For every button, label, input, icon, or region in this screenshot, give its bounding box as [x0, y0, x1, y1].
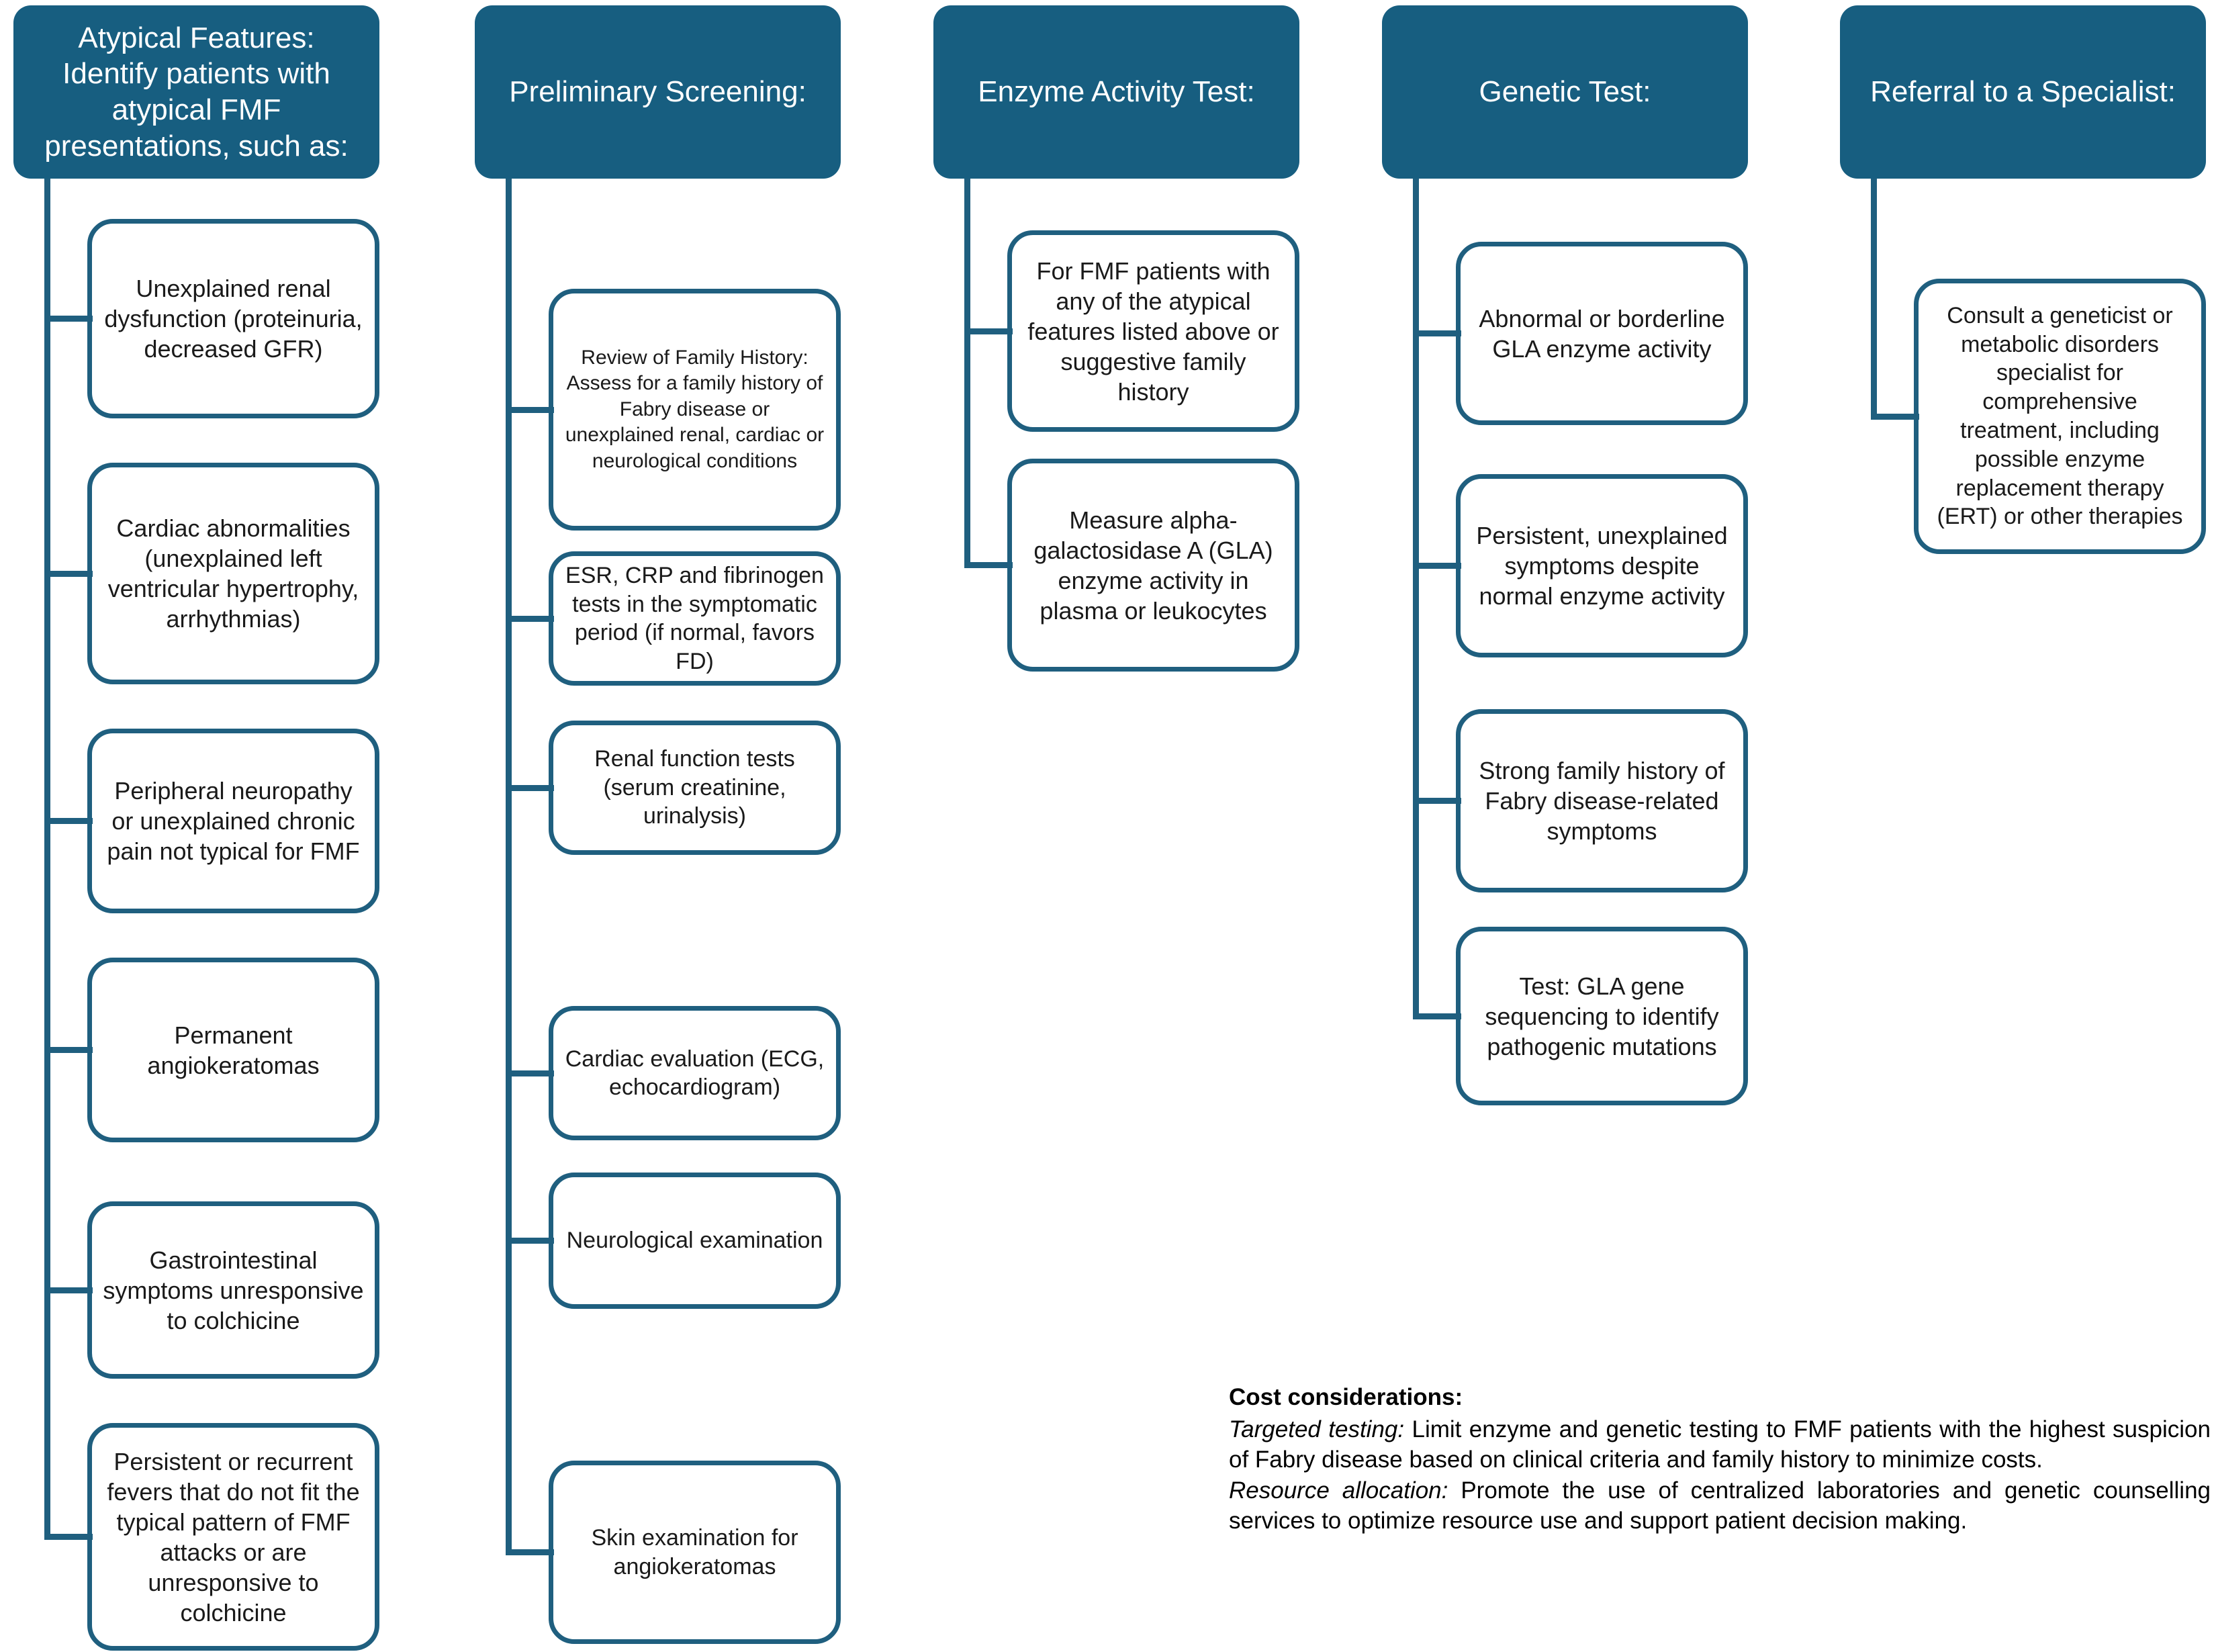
flow-box-text: Peripheral neuropathy or unexplained chr… [107, 777, 360, 865]
connector-elbow [44, 818, 93, 824]
connector-elbow [506, 406, 554, 413]
flow-box: Cardiac evaluation (ECG, echocardiogram) [549, 1006, 841, 1140]
flow-box-text: Persistent, unexplained symptoms despite… [1476, 522, 1728, 610]
connector-rail [506, 179, 512, 1555]
column-header: Enzyme Activity Test: [933, 5, 1299, 179]
column-header: Atypical Features: Identify patients wit… [13, 5, 379, 179]
column-preliminary-screening: Preliminary Screening: Review of Family … [475, 0, 841, 1652]
flow-box: Persistent, unexplained symptoms despite… [1456, 474, 1748, 657]
flow-box-text: Cardiac evaluation (ECG, echocardiogram) [565, 1046, 825, 1101]
connector-elbow [506, 1238, 554, 1244]
flow-box-text: Permanent angiokeratomas [147, 1021, 320, 1079]
flow-box: Consult a geneticist or metabolic disord… [1914, 279, 2206, 554]
connector-rail [44, 179, 50, 1540]
flow-box: Renal function tests (serum creatinine, … [549, 721, 841, 855]
note-item-label: Resource allocation: [1229, 1477, 1448, 1504]
connector-elbow [506, 1070, 554, 1076]
column-header: Referral to a Specialist: [1840, 5, 2206, 179]
column-title: Atypical Features: Identify patients wit… [44, 21, 349, 163]
note-item: Targeted testing: Limit enzyme and genet… [1229, 1414, 2211, 1475]
column-header: Preliminary Screening: [475, 5, 841, 179]
flow-box: Strong family history of Fabry disease-r… [1456, 709, 1748, 892]
connector-elbow [44, 1534, 93, 1540]
flow-box-text: Consult a geneticist or metabolic disord… [1937, 302, 2183, 530]
connector-elbow [964, 328, 1013, 334]
flow-box: Gastrointestinal symptoms unresponsive t… [87, 1201, 379, 1379]
connector-elbow [964, 562, 1013, 568]
flow-box: Measure alpha-galactosidase A (GLA) enzy… [1007, 459, 1299, 672]
column-enzyme-activity-test: Enzyme Activity Test: For FMF patients w… [933, 0, 1299, 1652]
connector-elbow [44, 1287, 93, 1293]
flow-box-text: Test: GLA gene sequencing to identify pa… [1485, 972, 1719, 1060]
flow-box-text: Neurological examination [566, 1228, 823, 1254]
flow-box: Neurological examination [549, 1173, 841, 1309]
column-header: Genetic Test: [1382, 5, 1748, 179]
flow-box-text: Measure alpha-galactosidase A (GLA) enzy… [1033, 506, 1273, 625]
connector-rail [1871, 179, 1877, 420]
connector-elbow [506, 1549, 554, 1555]
flow-box: ESR, CRP and fibrinogen tests in the sym… [549, 551, 841, 686]
flow-box: Peripheral neuropathy or unexplained chr… [87, 729, 379, 913]
column-atypical-features: Atypical Features: Identify patients wit… [13, 0, 379, 1652]
connector-elbow [1413, 330, 1461, 336]
note-item: Resource allocation: Promote the use of … [1229, 1475, 2211, 1536]
connector-elbow [506, 784, 554, 791]
flow-box-text: For FMF patients with any of the atypica… [1027, 257, 1279, 406]
connector-rail [1413, 179, 1419, 1019]
flow-box: Abnormal or borderline GLA enzyme activi… [1456, 242, 1748, 425]
flow-box-text: Persistent or recurrent fevers that do n… [107, 1447, 360, 1626]
note-item-text: Limit enzyme and genetic testing to FMF … [1229, 1416, 2211, 1473]
connector-elbow [1413, 798, 1461, 804]
flow-box: Permanent angiokeratomas [87, 958, 379, 1142]
flow-box-text: Abnormal or borderline GLA enzyme activi… [1479, 304, 1725, 363]
flow-box: Test: GLA gene sequencing to identify pa… [1456, 927, 1748, 1105]
flow-box-text: Gastrointestinal symptoms unresponsive t… [103, 1246, 364, 1334]
column-title: Genetic Test: [1479, 75, 1651, 109]
note-item-label: Targeted testing: [1229, 1416, 1405, 1442]
connector-elbow [1871, 413, 1919, 420]
connector-elbow [506, 615, 554, 622]
flow-box: For FMF patients with any of the atypica… [1007, 230, 1299, 432]
cost-considerations-note: Cost considerations: Targeted testing: L… [1229, 1382, 2211, 1536]
flow-box-text: Cardiac abnormalities (unexplained left … [107, 514, 359, 633]
connector-elbow [44, 316, 93, 322]
flow-box: Skin examination for angiokeratomas [549, 1461, 841, 1644]
connector-elbow [1413, 1013, 1461, 1019]
column-genetic-test: Genetic Test: Abnormal or borderline GLA… [1382, 0, 1748, 1652]
flow-box-text: Unexplained renal dysfunction (proteinur… [104, 275, 363, 363]
flow-box-text: Renal function tests (serum creatinine, … [594, 746, 795, 829]
flow-box: Persistent or recurrent fevers that do n… [87, 1423, 379, 1651]
column-title: Referral to a Specialist: [1870, 75, 2176, 109]
connector-elbow [44, 570, 93, 577]
flow-box: Cardiac abnormalities (unexplained left … [87, 463, 379, 684]
connector-rail [964, 179, 970, 568]
column-referral-specialist: Referral to a Specialist: Consult a gene… [1840, 0, 2206, 1652]
note-heading: Cost considerations: [1229, 1384, 1463, 1410]
connector-elbow [1413, 563, 1461, 569]
flow-box: Unexplained renal dysfunction (proteinur… [87, 219, 379, 418]
column-title: Preliminary Screening: [509, 75, 806, 109]
note-item-text: Promote the use of centralized laborator… [1229, 1477, 2211, 1534]
connector-elbow [44, 1047, 93, 1053]
flow-box: Review of Family History: Assess for a f… [549, 289, 841, 531]
flow-box-text: Strong family history of Fabry disease-r… [1479, 757, 1725, 845]
flow-box-text: Review of Family History: Assess for a f… [565, 347, 825, 472]
flow-box-text: Skin examination for angiokeratomas [591, 1525, 798, 1579]
flow-box-text: ESR, CRP and fibrinogen tests in the sym… [565, 563, 824, 674]
column-title: Enzyme Activity Test: [978, 75, 1255, 109]
